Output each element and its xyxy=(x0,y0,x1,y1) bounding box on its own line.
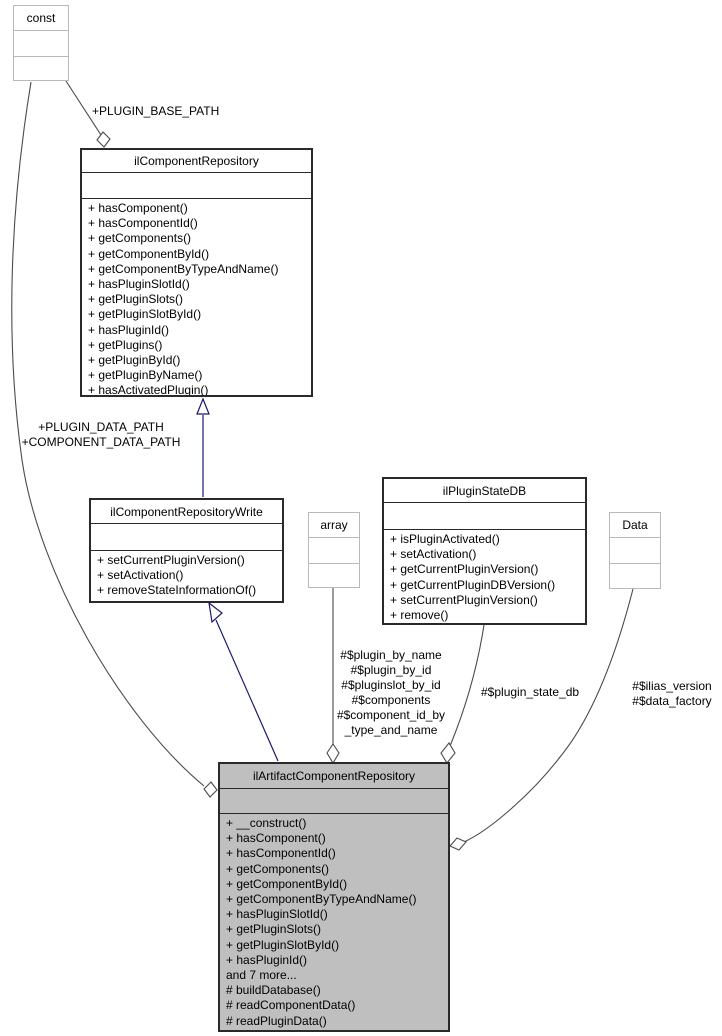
class-box-ilpluginstatedb[interactable]: ilPluginStateDB + isPluginActivated()+ s… xyxy=(382,477,587,625)
edge-pluginstatedb-to-artifact xyxy=(449,624,485,747)
edge-label-line: #$components xyxy=(351,693,431,707)
class-methods-array xyxy=(309,564,359,587)
edge-label-line: +COMPONENT_DATA_PATH xyxy=(21,435,181,449)
method-entry: + hasComponentId() xyxy=(226,846,336,861)
method-entry: + hasPluginSlotId() xyxy=(226,907,328,922)
method-entry: + hasPluginId() xyxy=(226,952,308,967)
class-title-ilpluginstatedb[interactable]: ilPluginStateDB xyxy=(384,479,585,503)
class-attributes-ilcomponentrepository xyxy=(82,173,311,199)
class-box-const[interactable]: const xyxy=(13,5,69,81)
class-attributes-ilpluginstatedb xyxy=(384,503,585,530)
method-entry: + getPlugins() xyxy=(88,337,163,352)
method-entry: + getComponentById() xyxy=(226,876,348,891)
method-entry: + setCurrentPluginVersion() xyxy=(97,553,245,567)
class-attributes-ilcomponentrepositorywrite xyxy=(91,524,282,551)
class-methods-data xyxy=(610,564,660,588)
edge-label-data-paths: +PLUGIN_DATA_PATH+COMPONENT_DATA_PATH xyxy=(2,420,200,450)
method-entry: + getComponents() xyxy=(226,861,330,876)
class-title-ilcomponentrepository[interactable]: ilComponentRepository xyxy=(82,150,311,173)
class-title-data[interactable]: Data xyxy=(610,513,660,538)
edge-data-to-artifact xyxy=(463,588,634,843)
edge-label-line: _type_and_name xyxy=(344,723,438,737)
edge-label-line: #$plugin_by_name xyxy=(340,648,442,662)
class-methods-ilartifactcomponentrepository: + __construct()+ hasComponent()+ hasComp… xyxy=(220,814,448,1030)
edge-label-line: #$plugin_by_id xyxy=(350,663,432,677)
method-entry: + isPluginActivated() xyxy=(390,532,500,546)
method-entry: + __construct() xyxy=(226,816,307,830)
edge-inheritance-artifact-to-write xyxy=(215,619,279,762)
edge-label-line: +PLUGIN_BASE_PATH xyxy=(92,104,220,118)
method-entry: + getPluginSlots() xyxy=(226,922,322,937)
method-entry: + setActivation() xyxy=(390,547,477,562)
aggregation-diamond-artifact-right xyxy=(449,837,467,851)
class-box-ilcomponentrepository[interactable]: ilComponentRepository + hasComponent()+ … xyxy=(80,148,313,397)
method-entry: + hasPluginId() xyxy=(88,322,170,337)
aggregation-diamond-artifact-top-db xyxy=(440,742,456,764)
method-entry: + getPluginById() xyxy=(88,353,181,368)
method-entry: + hasActivatedPlugin() xyxy=(88,383,209,395)
aggregation-diamond-artifact-top-array xyxy=(326,743,340,765)
method-entry: + getComponentByTypeAndName() xyxy=(226,892,417,907)
method-entry: + getCurrentPluginDBVersion() xyxy=(390,577,556,592)
method-entry: and 7 more... xyxy=(226,968,297,983)
class-methods-ilpluginstatedb: + isPluginActivated()+ setActivation()+ … xyxy=(384,530,585,623)
edge-label-plugin-base-path: +PLUGIN_BASE_PATH xyxy=(92,104,219,119)
class-methods-const xyxy=(14,57,68,80)
class-attributes-ilartifactcomponentrepository xyxy=(220,789,448,814)
method-entry: # readPluginData() xyxy=(226,1013,327,1028)
aggregation-diamond-artifact-left xyxy=(203,781,218,798)
class-attributes-const xyxy=(14,31,68,57)
class-box-data[interactable]: Data xyxy=(609,512,661,589)
edge-const-to-component-repository xyxy=(65,80,102,136)
class-box-ilcomponentrepositorywrite[interactable]: ilComponentRepositoryWrite + setCurrentP… xyxy=(89,498,284,603)
method-entry: + getPluginSlots() xyxy=(88,292,184,307)
edge-label-array-members: #$plugin_by_name#$plugin_by_id#$pluginsl… xyxy=(317,648,465,738)
class-box-array[interactable]: array xyxy=(308,512,360,588)
inheritance-arrow-repository xyxy=(196,397,210,415)
class-box-ilartifactcomponentrepository[interactable]: ilArtifactComponentRepository + __constr… xyxy=(218,762,450,1032)
edge-const-to-artifact xyxy=(11,81,205,787)
method-entry: + hasComponent() xyxy=(226,831,326,846)
class-title-const[interactable]: const xyxy=(14,6,68,31)
class-methods-ilcomponentrepository: + hasComponent()+ hasComponentId()+ getC… xyxy=(82,199,311,395)
edge-label-data-members: #$ilias_version#$data_factory xyxy=(624,679,720,709)
edge-label-line: +PLUGIN_DATA_PATH xyxy=(38,420,164,434)
method-entry: # readComponentData() xyxy=(226,998,356,1013)
method-entry: # buildDatabase() xyxy=(226,983,321,998)
method-entry: + hasPluginSlotId() xyxy=(88,277,190,292)
edge-label-line: #$data_factory xyxy=(632,694,712,708)
class-methods-ilcomponentrepositorywrite: + setCurrentPluginVersion()+ setActivati… xyxy=(91,551,282,601)
method-entry: + setActivation() xyxy=(97,568,184,583)
edge-label-line: #$pluginslot_by_id xyxy=(341,678,441,692)
edge-label-line: #$ilias_version xyxy=(632,679,712,693)
aggregation-diamond-component-repository-top xyxy=(96,131,111,148)
method-entry: + getPluginSlotById() xyxy=(88,307,202,322)
method-entry: + remove() xyxy=(390,608,449,623)
class-attributes-data xyxy=(610,538,660,564)
method-entry: + getComponentById() xyxy=(88,246,210,261)
class-title-ilcomponentrepositorywrite[interactable]: ilComponentRepositoryWrite xyxy=(91,500,282,524)
method-entry: + hasComponent() xyxy=(88,201,188,215)
class-title-ilartifactcomponentrepository[interactable]: ilArtifactComponentRepository xyxy=(220,764,448,789)
method-entry: + setCurrentPluginVersion() xyxy=(390,592,538,607)
method-entry: + getPluginSlotById() xyxy=(226,937,340,952)
inheritance-arrow-write xyxy=(208,601,223,624)
class-title-array[interactable]: array xyxy=(309,513,359,538)
method-entry: + removeStateInformationOf() xyxy=(97,583,257,598)
method-entry: + getComponents() xyxy=(88,231,192,246)
class-attributes-array xyxy=(309,538,359,564)
edge-label-plugin-state-db: #$plugin_state_db xyxy=(481,685,579,700)
edge-label-line: #$plugin_state_db xyxy=(481,685,580,699)
method-entry: + getComponentByTypeAndName() xyxy=(88,261,279,276)
method-entry: + hasComponentId() xyxy=(88,216,198,231)
method-entry: + getCurrentPluginVersion() xyxy=(390,562,539,577)
edge-label-line: #$component_id_by xyxy=(336,708,446,722)
method-entry: + getPluginByName() xyxy=(88,368,203,383)
